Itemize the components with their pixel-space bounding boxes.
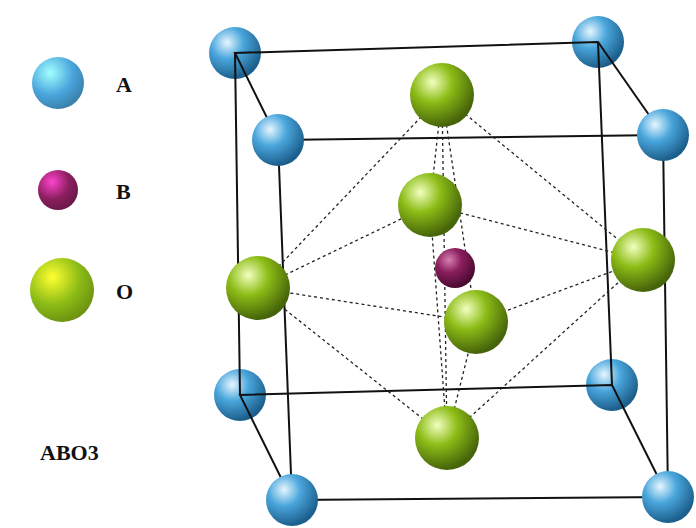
oxygen-atom <box>415 290 508 470</box>
legend-swatch <box>32 57 84 109</box>
legend-label: B <box>116 179 131 205</box>
legend-label: O <box>116 279 133 305</box>
cube-edges <box>235 42 668 500</box>
formula-label: ABO3 <box>40 440 99 466</box>
label-group: ABO3 <box>40 440 99 466</box>
a-site-atom <box>209 16 638 421</box>
legend-label: A <box>116 72 132 98</box>
legend-swatch <box>30 258 94 322</box>
a-site-atom <box>252 109 694 526</box>
legend-swatch <box>38 170 78 210</box>
oxygen-atom <box>226 63 675 320</box>
octahedron-edges <box>258 95 643 438</box>
b-site-atom <box>435 248 475 288</box>
